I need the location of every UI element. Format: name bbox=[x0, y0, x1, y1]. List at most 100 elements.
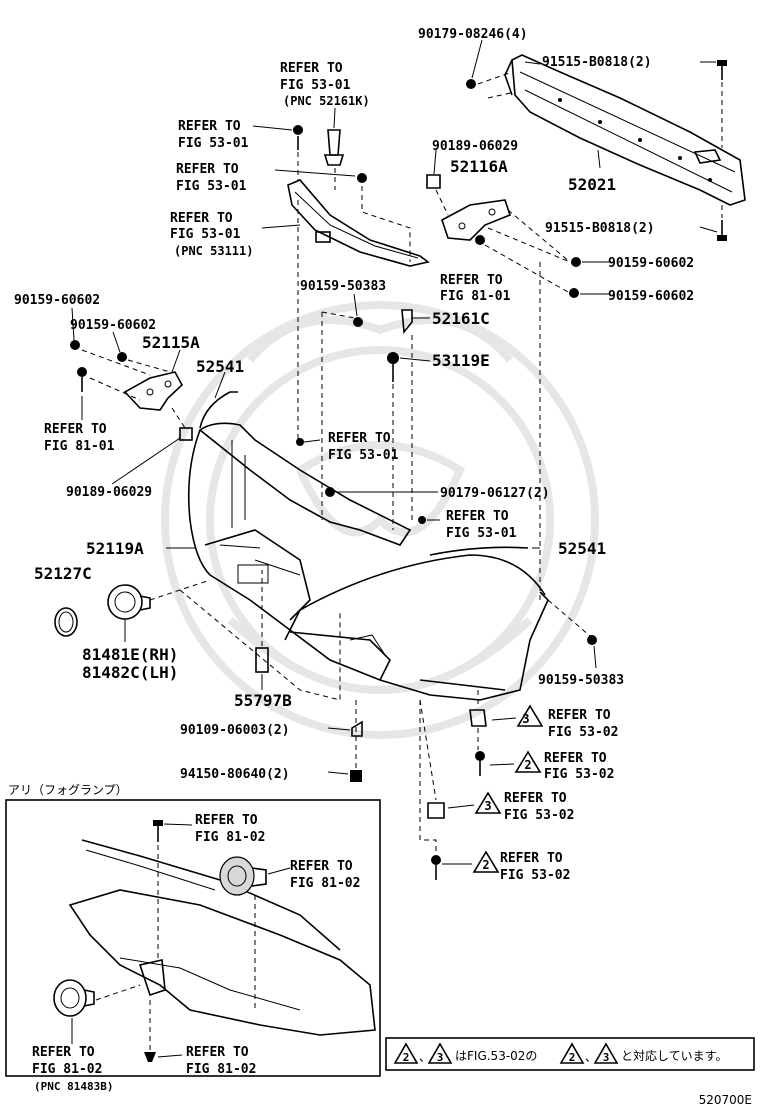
retainer-52116A bbox=[441, 199, 511, 241]
part-labels: 90179-08246(4) 91515-B0818(2) REFER TO F… bbox=[14, 27, 694, 883]
label-ref-53-02-b-line1: REFER TO bbox=[544, 751, 607, 766]
label-ref-53-01-a-line1: REFER TO bbox=[280, 61, 343, 76]
label-52541-b: 52541 bbox=[558, 539, 606, 558]
clip-ref-53-02-c bbox=[427, 802, 445, 819]
clip-52161K bbox=[323, 129, 345, 166]
note-triangle-2b: 2 bbox=[569, 1051, 576, 1064]
label-ref-53-01-f-line1: REFER TO bbox=[446, 509, 509, 524]
label-ref-53-02-b-line2: FIG 53-02 bbox=[544, 767, 614, 782]
note-separator-a: 、 bbox=[419, 1050, 431, 1064]
note-triangle-3: 3 bbox=[437, 1051, 444, 1064]
inset-ref-d-line2: FIG 81-02 bbox=[186, 1062, 256, 1077]
seal-52541-left bbox=[199, 391, 238, 429]
clip-ref-53-02-a bbox=[469, 709, 487, 727]
label-90159-60602-b: 90159-60602 bbox=[70, 318, 156, 333]
ring-52127C bbox=[54, 607, 78, 637]
label-ref-53-01-c-line2: FIG 53-01 bbox=[176, 179, 247, 194]
bolt-53119E bbox=[387, 352, 399, 382]
label-52115A: 52115A bbox=[142, 333, 200, 352]
label-52541-a: 52541 bbox=[196, 357, 244, 376]
triangle-2-a bbox=[514, 750, 542, 773]
label-91515-mid: 91515-B0818(2) bbox=[545, 221, 655, 236]
clip-ref-53-01-f bbox=[418, 516, 426, 524]
label-ref-53-01-d-line3: (PNC 53111) bbox=[174, 244, 253, 258]
inset-title: アリ（フォグランプ） bbox=[8, 783, 128, 797]
label-ref-53-02-a-line2: FIG 53-02 bbox=[548, 725, 618, 740]
retainer-52115A bbox=[123, 371, 183, 411]
clip-52161C bbox=[401, 309, 413, 335]
label-ref-81-01-a-line1: REFER TO bbox=[440, 273, 503, 288]
label-ref-81-01-a-line2: FIG 81-01 bbox=[440, 289, 511, 304]
label-90189-low: 90189-06029 bbox=[66, 485, 152, 500]
inset-ref-b-line2: FIG 81-02 bbox=[290, 876, 360, 891]
label-ref-53-02-d-line2: FIG 53-02 bbox=[500, 868, 570, 883]
label-52161C: 52161C bbox=[432, 309, 490, 328]
label-52116A: 52116A bbox=[450, 157, 508, 176]
label-52127C: 52127C bbox=[34, 564, 92, 583]
figure-code: 520700E bbox=[699, 1093, 752, 1107]
inset-bolt-top bbox=[153, 820, 163, 842]
triangle-3-b-number: 3 bbox=[484, 799, 491, 813]
label-52021: 52021 bbox=[568, 175, 616, 194]
label-53119E: 53119E bbox=[432, 351, 490, 370]
label-90109: 90109-06003(2) bbox=[180, 723, 290, 738]
triangle-3-a-number: 3 bbox=[522, 712, 529, 726]
label-90159-60602-a: 90159-60602 bbox=[14, 293, 100, 308]
clip-ref-53-01-e bbox=[296, 438, 304, 446]
label-81481E: 81481E(RH) bbox=[82, 645, 178, 664]
nut-90179-08246 bbox=[466, 79, 476, 89]
label-90159-50383-a: 90159-50383 bbox=[300, 279, 386, 294]
label-ref-53-01-d-line1: REFER TO bbox=[170, 211, 233, 226]
bolt-90159-50383-a bbox=[353, 317, 363, 327]
seal-52541-right bbox=[429, 546, 529, 556]
screw-ref-53-02-d bbox=[431, 855, 441, 880]
inset-clip-bottom bbox=[144, 1052, 156, 1062]
label-90179-08246: 90179-08246(4) bbox=[418, 27, 528, 42]
inset-ref-d-line1: REFER TO bbox=[186, 1045, 249, 1060]
label-ref-81-01-b-line1: REFER TO bbox=[44, 422, 107, 437]
label-ref-53-01-e-line1: REFER TO bbox=[328, 431, 391, 446]
label-90189-top: 90189-06029 bbox=[432, 139, 518, 154]
inset-ref-b-line1: REFER TO bbox=[290, 859, 353, 874]
upper-cover-53111 bbox=[287, 179, 430, 267]
triangle-2-b-number: 2 bbox=[482, 858, 489, 872]
triangle-3-b bbox=[474, 791, 502, 814]
note-triangle-3b: 3 bbox=[603, 1051, 610, 1064]
label-ref-53-01-c-line1: REFER TO bbox=[176, 162, 239, 177]
clip-90189-low bbox=[179, 427, 193, 441]
note-text-2: と対応しています。 bbox=[621, 1049, 727, 1063]
clip-94150 bbox=[350, 770, 362, 782]
label-ref-53-01-a-line3: (PNC 52161K) bbox=[283, 94, 370, 108]
fog-lamp-inset: アリ（フォグランプ） REFER TO bbox=[5, 783, 381, 1093]
label-ref-53-01-b-line1: REFER TO bbox=[178, 119, 241, 134]
label-90159-50383-b: 90159-50383 bbox=[538, 673, 624, 688]
label-90159-60602-c: 90159-60602 bbox=[608, 256, 694, 271]
cap-55797B bbox=[255, 647, 269, 673]
bumper-reinforcement-52021 bbox=[504, 54, 746, 206]
inset-ref-c-line3: (PNC 81483B) bbox=[34, 1080, 113, 1093]
bolt-91515-mid bbox=[717, 220, 727, 241]
triangle-2-b bbox=[472, 850, 500, 873]
label-ref-81-01-b-line2: FIG 81-01 bbox=[44, 439, 115, 454]
inset-fog-lamp bbox=[53, 979, 95, 1017]
bolt-90159-60602-a bbox=[70, 340, 80, 350]
bolt-90159-50383-b bbox=[587, 635, 597, 645]
bolt-90159-60602-b bbox=[117, 352, 127, 362]
label-81482C: 81482C(LH) bbox=[82, 663, 178, 682]
inset-ref-a-line2: FIG 81-02 bbox=[195, 830, 265, 845]
label-ref-53-02-a-line1: REFER TO bbox=[548, 708, 611, 723]
inset-ref-c-line2: FIG 81-02 bbox=[32, 1062, 102, 1077]
label-90159-60602-d: 90159-60602 bbox=[608, 289, 694, 304]
screw-ref-53-01-a bbox=[293, 125, 303, 150]
label-ref-53-01-a-line2: FIG 53-01 bbox=[280, 78, 351, 93]
label-ref-53-01-e-line2: FIG 53-01 bbox=[328, 448, 399, 463]
inset-ref-c-line1: REFER TO bbox=[32, 1045, 95, 1060]
screw-ref-53-02-b bbox=[475, 751, 485, 776]
screw-ref-53-01-b bbox=[357, 173, 367, 183]
bolt-90159-60602-c-right bbox=[571, 257, 581, 267]
label-52119A: 52119A bbox=[86, 539, 144, 558]
bolt-91515-top bbox=[717, 60, 727, 80]
label-94150: 94150-80640(2) bbox=[180, 767, 290, 782]
